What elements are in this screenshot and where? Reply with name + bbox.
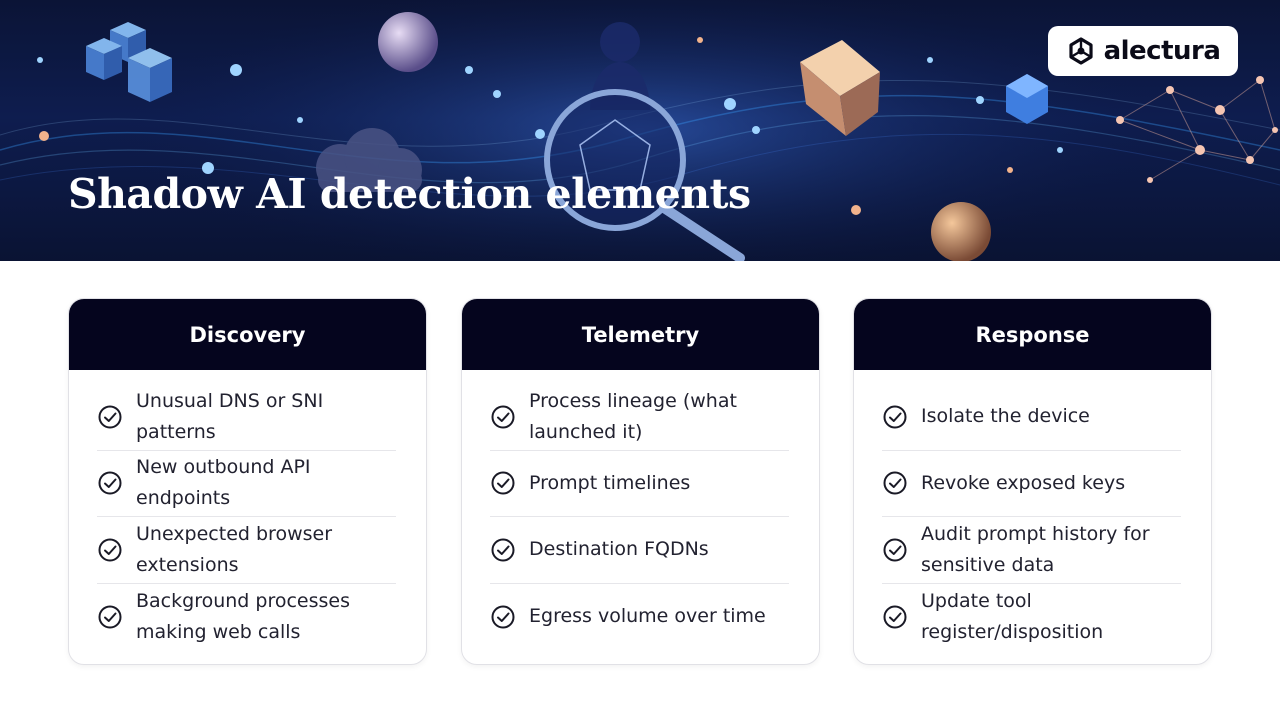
list-item-text: Revoke exposed keys: [921, 471, 1126, 494]
check-circle-icon: [98, 538, 122, 562]
page-title: Shadow AI detection elements: [68, 170, 751, 218]
brand-name: alectura: [1103, 36, 1221, 66]
list-item: Background processes making web calls: [97, 584, 396, 651]
list-item-text: Background processes making web calls: [136, 589, 350, 643]
list-item-text: Process lineage (what launched it): [529, 389, 737, 443]
check-circle-icon: [491, 538, 515, 562]
card-list: Process lineage (what launched it) Promp…: [462, 370, 819, 650]
list-item-text: Audit prompt history for sensitive data: [921, 522, 1150, 576]
list-item-text: Destination FQDNs: [529, 538, 709, 561]
list-item: Prompt timelines: [490, 451, 789, 517]
card-title: Telemetry: [462, 299, 819, 370]
check-circle-icon: [491, 471, 515, 495]
hero-banner: Shadow AI detection elements alectura: [0, 0, 1280, 261]
list-item-text: Isolate the device: [921, 405, 1090, 428]
list-item: Unexpected browser extensions: [97, 517, 396, 584]
list-item: Isolate the device: [882, 384, 1181, 451]
card-discovery: Discovery Unusual DNS or SNI patterns Ne…: [68, 298, 427, 665]
check-circle-icon: [883, 605, 907, 629]
list-item: Update tool register/disposition: [882, 584, 1181, 651]
check-circle-icon: [883, 471, 907, 495]
hero-illustration: [0, 0, 1280, 261]
check-circle-icon: [491, 605, 515, 629]
card-list: Isolate the device Revoke exposed keys A…: [854, 370, 1211, 650]
card-telemetry: Telemetry Process lineage (what launched…: [461, 298, 820, 665]
check-circle-icon: [491, 405, 515, 429]
list-item: Egress volume over time: [490, 584, 789, 651]
card-title: Discovery: [69, 299, 426, 370]
check-circle-icon: [98, 471, 122, 495]
card-title: Response: [854, 299, 1211, 370]
check-circle-icon: [98, 405, 122, 429]
check-circle-icon: [883, 405, 907, 429]
list-item: New outbound API endpoints: [97, 451, 396, 517]
card-response: Response Isolate the device Revoke expos…: [853, 298, 1212, 665]
list-item: Unusual DNS or SNI patterns: [97, 384, 396, 451]
check-circle-icon: [883, 538, 907, 562]
list-item: Revoke exposed keys: [882, 451, 1181, 517]
brand-logo: alectura: [1048, 26, 1238, 76]
list-item-text: Egress volume over time: [529, 605, 766, 628]
hexagon-network-icon: [1068, 37, 1093, 65]
list-item: Destination FQDNs: [490, 517, 789, 584]
list-item-text: Update tool register/disposition: [921, 589, 1104, 643]
check-circle-icon: [98, 605, 122, 629]
list-item-text: Unusual DNS or SNI patterns: [136, 389, 324, 443]
list-item-text: Prompt timelines: [529, 471, 691, 494]
list-item: Process lineage (what launched it): [490, 384, 789, 451]
list-item-text: Unexpected browser extensions: [136, 522, 333, 576]
list-item-text: New outbound API endpoints: [136, 456, 311, 510]
list-item: Audit prompt history for sensitive data: [882, 517, 1181, 584]
card-list: Unusual DNS or SNI patterns New outbound…: [69, 370, 426, 650]
